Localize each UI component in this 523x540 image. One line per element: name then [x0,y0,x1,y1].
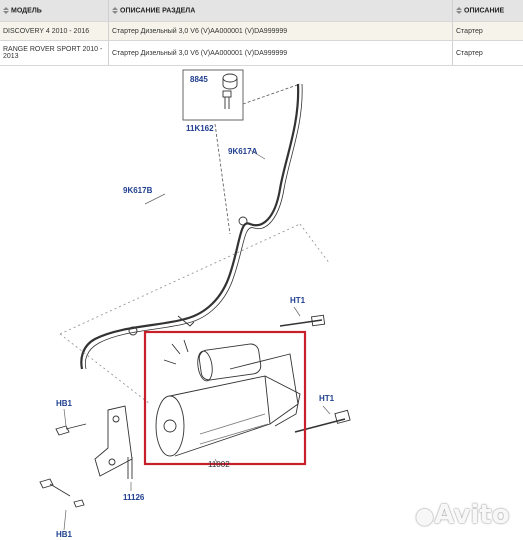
table-row[interactable]: RANGE ROVER SPORT 2010 - 2013 Стартер Ди… [0,40,523,66]
column-header-model[interactable]: МОДЕЛЬ [0,0,109,22]
avito-dots-icon: ● [415,504,435,529]
label-ht1-top[interactable]: HT1 [290,296,306,305]
bolt-part [39,423,87,508]
column-header-section[interactable]: ОПИСАНИЕ РАЗДЕЛА [108,0,453,22]
sort-icon[interactable] [112,6,118,14]
stud-part [127,457,133,479]
bolt-part [334,409,351,424]
highlight-box [143,330,307,466]
sort-icon[interactable] [3,6,9,14]
column-header-description[interactable]: ОПИСАНИЕ [452,0,523,22]
cell-section: Стартер Дизельный 3,0 V6 (V)AA000001 (V)… [108,21,453,41]
cell-description: Стартер [452,21,523,41]
table-header: МОДЕЛЬ ОПИСАНИЕ РАЗДЕЛА ОПИСАНИЕ [0,0,523,22]
label-hb1-bottom[interactable]: HB1 [56,530,73,539]
label-9k617b[interactable]: 9K617B [123,186,153,195]
sort-icon[interactable] [456,6,462,14]
label-11k162[interactable]: 11K162 [186,124,214,133]
label-11002[interactable]: 11002 [208,460,230,469]
column-header-label: ОПИСАНИЕ [464,7,505,15]
label-hb1-left[interactable]: HB1 [56,399,73,408]
nut-part [222,90,232,98]
table-row[interactable]: DISCOVERY 4 2010 - 2016 Стартер Дизельны… [0,21,523,41]
label-11126[interactable]: 11126 [123,493,145,502]
grommet-part [222,73,238,83]
watermark: ●Avito [415,500,510,530]
label-8845[interactable]: 8845 [190,75,208,84]
parts-diagram: 8845 11K162 9K617A 9K617B HT1 HT1 HB1 HB… [0,64,523,540]
cell-description: Стартер [452,40,523,66]
cable-clip [238,216,248,226]
cell-section: Стартер Дизельный 3,0 V6 (V)AA000001 (V)… [108,40,453,66]
callout-box [182,69,244,121]
cable-terminal [177,315,195,327]
cable-part [80,83,300,370]
bracket-part [94,405,133,477]
cable-part [84,83,303,370]
column-header-label: МОДЕЛЬ [11,7,42,15]
grommet-part [222,78,238,90]
watermark-text: Avito [434,500,510,530]
cell-model: DISCOVERY 4 2010 - 2016 [0,21,109,41]
starter-motor-part [155,339,301,457]
label-9k617a[interactable]: 9K617A [228,147,258,156]
diagram-drawing [39,69,351,531]
nut-part [224,97,230,109]
cell-model: RANGE ROVER SPORT 2010 - 2013 [0,40,109,66]
cable-clip [128,326,138,336]
bolt-part [310,314,326,327]
parts-table: МОДЕЛЬ ОПИСАНИЕ РАЗДЕЛА ОПИСАНИЕ DISCOVE… [0,0,523,66]
label-ht1-right[interactable]: HT1 [319,394,335,403]
column-header-label: ОПИСАНИЕ РАЗДЕЛА [120,7,196,15]
